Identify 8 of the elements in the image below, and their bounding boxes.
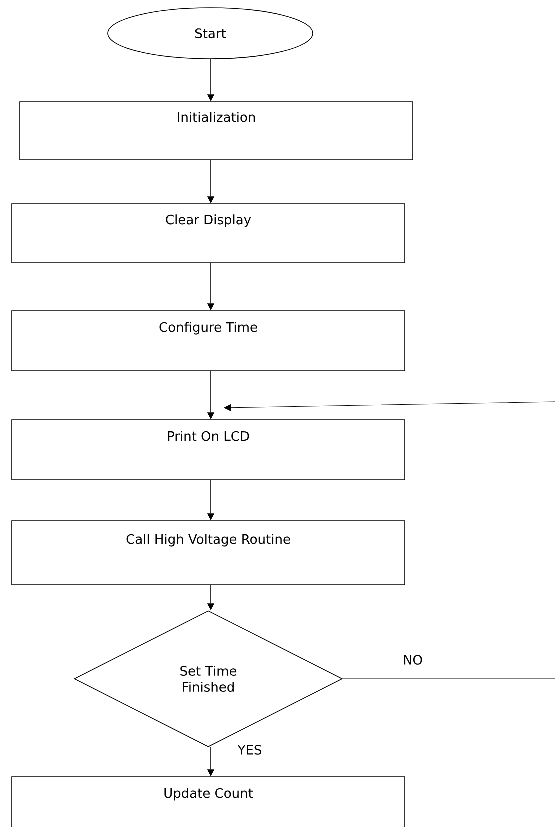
process-box: Clear Display	[12, 204, 406, 264]
process-box: Print On LCD	[12, 420, 406, 480]
arrow	[224, 402, 555, 680]
process-box: Initialization	[20, 102, 414, 160]
process-box: Call High Voltage Routine	[12, 520, 406, 586]
edge-label: NO	[402, 654, 424, 666]
process-box: Update Count	[12, 776, 406, 827]
process-box: Configure Time	[12, 310, 406, 372]
